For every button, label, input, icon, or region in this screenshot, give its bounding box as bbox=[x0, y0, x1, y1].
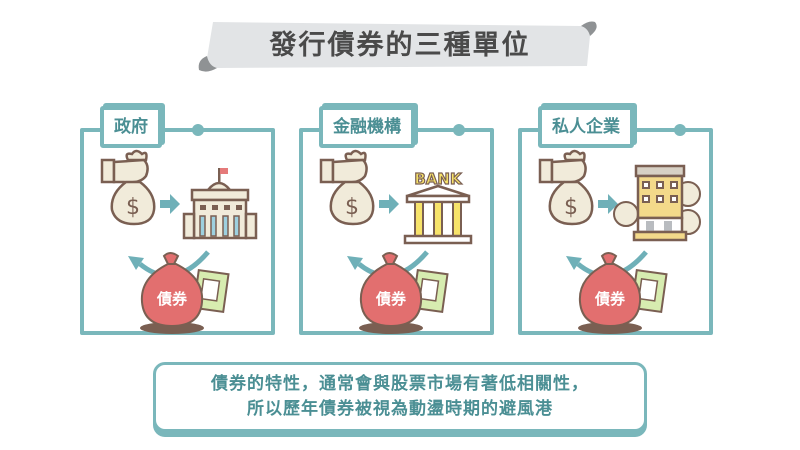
bond-bag-icon bbox=[140, 252, 230, 334]
bond-bag-icon bbox=[578, 252, 668, 334]
connector-dot-icon bbox=[453, 124, 465, 136]
government-building-icon bbox=[182, 168, 258, 240]
svg-text:$: $ bbox=[126, 195, 140, 220]
company-flow-illustration: $ 債券 bbox=[538, 149, 701, 334]
bond-label: 債券 bbox=[375, 290, 407, 308]
bank-sign: BANK bbox=[414, 170, 463, 188]
title-banner: 發行債券的三種單位 bbox=[195, 18, 605, 74]
panel-private-company: 私人企業 $ bbox=[518, 106, 713, 335]
arrowhead-icon bbox=[128, 256, 144, 270]
bond-label: 債券 bbox=[156, 290, 188, 308]
bank-flow-illustration: $ BANK 債券 bbox=[319, 149, 473, 334]
arrowhead-icon bbox=[347, 256, 363, 270]
svg-text:$: $ bbox=[345, 195, 359, 220]
caption-box: 債券的特性，通常會與股票市場有著低相關性， 所以歷年債券被視為動盪時期的避風港 bbox=[153, 362, 647, 432]
connector-dot-icon bbox=[192, 124, 204, 136]
panel-government: 政府 $ bbox=[80, 106, 275, 335]
connector-dot-icon bbox=[674, 124, 686, 136]
svg-text:$: $ bbox=[564, 195, 578, 220]
caption-line-2: 所以歷年債券被視為動盪時期的避風港 bbox=[247, 399, 553, 419]
panel-label: 私人企業 bbox=[538, 106, 634, 148]
arrow-right-icon bbox=[598, 194, 618, 214]
page-title: 發行債券的三種單位 bbox=[269, 30, 531, 61]
bond-label: 債券 bbox=[594, 290, 626, 308]
panel-financial-institution: 金融機構 $ BANK 債券 bbox=[299, 106, 494, 335]
caption-line-1: 債券的特性，通常會與股票市場有著低相關性， bbox=[211, 374, 589, 394]
panel-label: 金融機構 bbox=[319, 106, 415, 148]
hand-money-bag-icon: $ bbox=[100, 149, 156, 226]
hand-money-bag-icon: $ bbox=[319, 149, 375, 226]
arrow-right-icon bbox=[379, 194, 399, 214]
office-building-icon bbox=[613, 164, 701, 242]
ribbon-shape bbox=[198, 21, 597, 72]
panel-label: 政府 bbox=[100, 106, 162, 148]
government-flow-illustration: $ 債券 bbox=[100, 149, 258, 334]
bond-bag-icon bbox=[359, 252, 449, 334]
hand-money-bag-icon: $ bbox=[538, 149, 594, 226]
arrowhead-icon bbox=[566, 256, 582, 270]
arrow-right-icon bbox=[160, 194, 180, 214]
bank-icon: BANK bbox=[403, 169, 473, 245]
